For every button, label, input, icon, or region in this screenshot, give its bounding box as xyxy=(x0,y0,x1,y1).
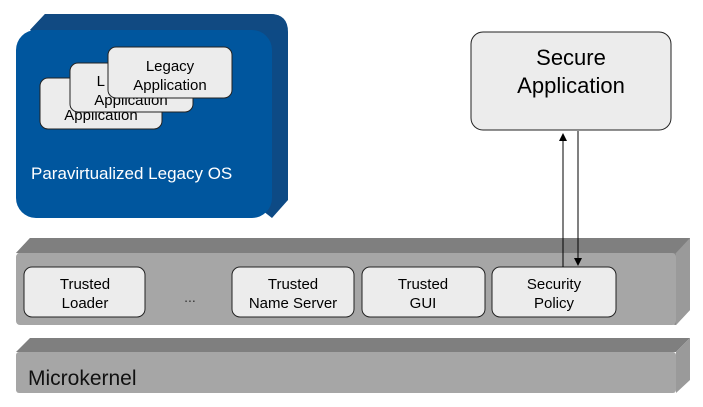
trusted-name-server-box: Trusted Name Server xyxy=(231,266,355,318)
microkernel-layer: Microkernel xyxy=(16,338,690,393)
trusted-loader-box: Trusted Loader xyxy=(23,266,146,318)
trusted-gui-box: Trusted GUI xyxy=(361,266,486,318)
legacy-app-front: Legacy Application xyxy=(107,46,233,99)
svg-text:Name Server: Name Server xyxy=(249,295,337,312)
svg-text:Trusted: Trusted xyxy=(268,276,318,293)
svg-text:Security: Security xyxy=(527,276,582,293)
svg-text:GUI: GUI xyxy=(410,295,437,312)
svg-text:Application: Application xyxy=(133,77,206,94)
svg-text:Trusted: Trusted xyxy=(60,276,110,293)
ellipsis: ... xyxy=(184,289,196,305)
secure-application-box: Secure Application xyxy=(470,31,672,131)
trusted-layer: Trusted Loader ... Trusted Name Server T… xyxy=(16,238,690,325)
security-policy-box: Security Policy xyxy=(491,266,617,318)
legacy-os-label: Paravirtualized Legacy OS xyxy=(31,164,232,183)
svg-text:Loader: Loader xyxy=(62,295,109,312)
svg-text:Secure: Secure xyxy=(536,45,606,70)
svg-text:Legacy: Legacy xyxy=(146,58,195,75)
svg-text:Trusted: Trusted xyxy=(398,276,448,293)
legacy-os-block: Application L Application Legacy Applica… xyxy=(16,14,288,218)
svg-text:L: L xyxy=(97,73,105,90)
svg-text:Policy: Policy xyxy=(534,295,575,312)
svg-text:Application: Application xyxy=(517,73,625,98)
microkernel-label: Microkernel xyxy=(28,367,137,390)
